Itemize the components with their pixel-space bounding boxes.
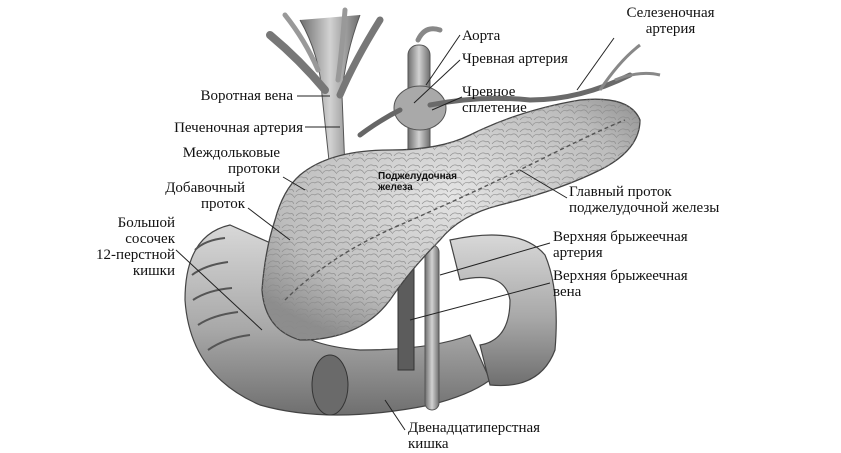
label-duodenum: Двенадцатиперстная кишка	[408, 420, 541, 452]
aorta-shape	[357, 26, 447, 246]
label-portal-vein: Воротная вена	[200, 88, 293, 104]
label-splenic-artery: Селезеночная артерия	[626, 5, 715, 37]
label-celiac-plexus: Чревное сплетение	[462, 84, 527, 116]
portal-vein-shape	[266, 7, 384, 171]
label-accessory-duct: Добавочный проток	[165, 180, 245, 212]
splenic-artery-shape	[427, 43, 661, 108]
label-hepatic-artery: Печеночная артерия	[174, 120, 303, 136]
leader-lines	[175, 34, 615, 431]
label-main-duct: Главный проток поджелудочной железы	[569, 184, 720, 216]
label-major-papilla: Большой сосочек 12-перстной кишки	[96, 215, 175, 279]
label-interlobular-ducts: Междольковые протоки	[182, 145, 280, 177]
label-celiac-artery: Чревная артерия	[462, 51, 568, 67]
label-pancreas: Поджелудочная железа	[378, 171, 458, 193]
label-aorta: Аорта	[462, 28, 501, 44]
label-sup-mesenteric-artery: Верхняя брыжеечная артерия	[553, 229, 688, 261]
jejunum-shape	[449, 234, 557, 387]
pancreas-shape	[261, 98, 641, 341]
label-sup-mesenteric-vein: Верхняя брыжеечная вена	[553, 268, 688, 300]
